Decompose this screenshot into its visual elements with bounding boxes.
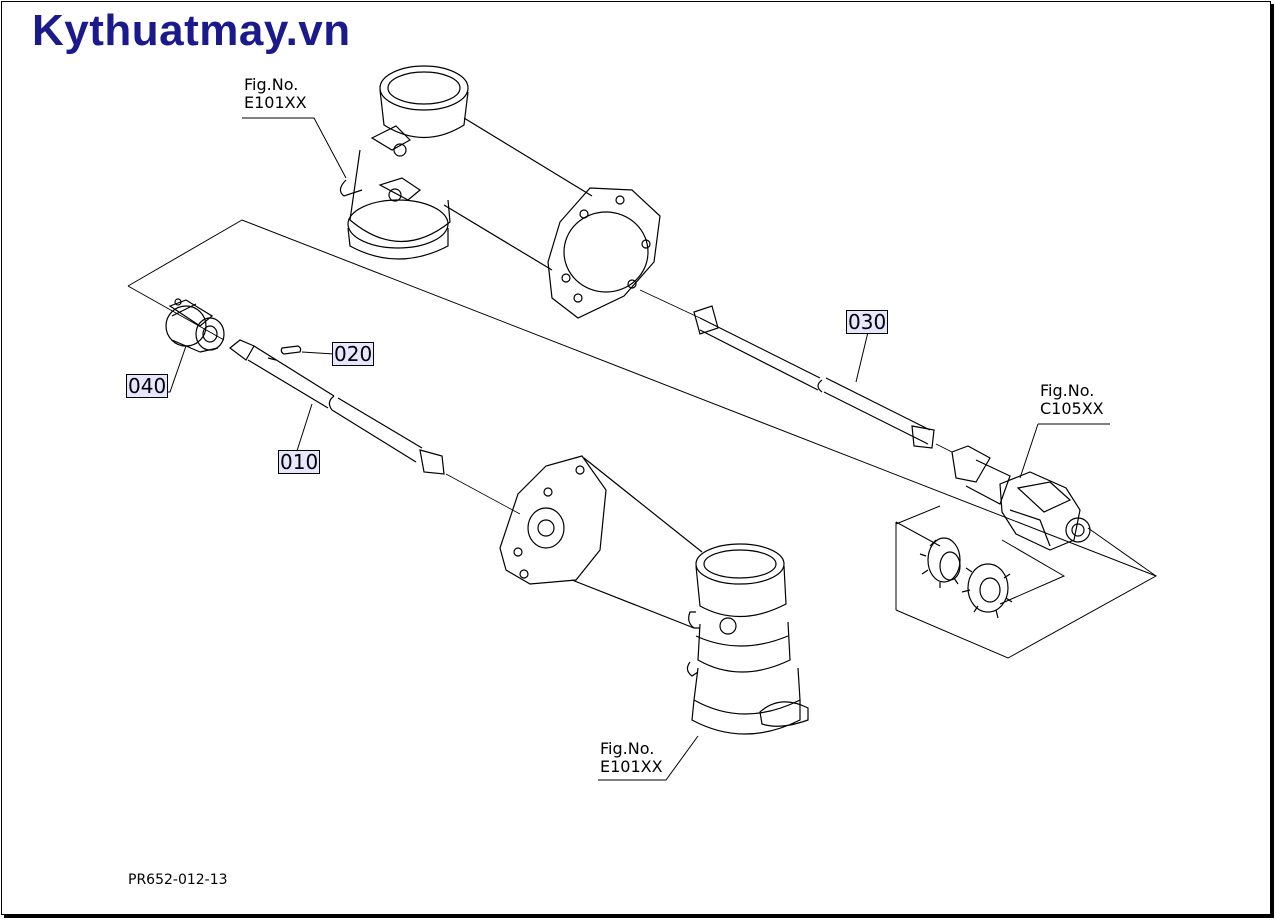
bevel-gear-large (961, 563, 1013, 619)
shaft-030 (693, 305, 935, 449)
fig-ref-right-line1: Fig.No. (1040, 381, 1095, 400)
fig-ref-right-line2: C105XX (1040, 399, 1104, 418)
part-label-020[interactable]: 020 (332, 342, 375, 366)
key-020 (280, 345, 302, 355)
fig-ref-bottom: Fig.No. E101XX (600, 740, 663, 776)
frame-shadow-right (1271, 4, 1274, 918)
frame-shadow-bottom (4, 915, 1274, 918)
lower-axle-housing (499, 455, 809, 735)
fig-ref-bottom-line2: E101XX (600, 757, 663, 776)
drawing-reference-number: PR652-012-13 (128, 872, 228, 888)
fig-ref-bottom-line1: Fig.No. (600, 739, 655, 758)
fig-ref-top-line1: Fig.No. (244, 75, 299, 94)
fig-ref-right: Fig.No. C105XX (1040, 382, 1104, 418)
bevel-gear-case (951, 445, 1091, 551)
part-label-030[interactable]: 030 (846, 310, 889, 334)
brand-watermark: Kythuatmay.vn (32, 6, 351, 55)
part-label-040[interactable]: 040 (126, 374, 169, 398)
shaft-010 (229, 339, 445, 475)
coupling-040 (165, 298, 225, 353)
bevel-gear-small (919, 537, 961, 588)
leader-lines (126, 117, 1110, 781)
part-label-010[interactable]: 010 (278, 450, 321, 474)
upper-axle-housing-top (339, 65, 661, 319)
fig-ref-top: Fig.No. E101XX (244, 76, 307, 112)
assembly-boundary (127, 219, 1158, 659)
fig-ref-top-line2: E101XX (244, 93, 307, 112)
